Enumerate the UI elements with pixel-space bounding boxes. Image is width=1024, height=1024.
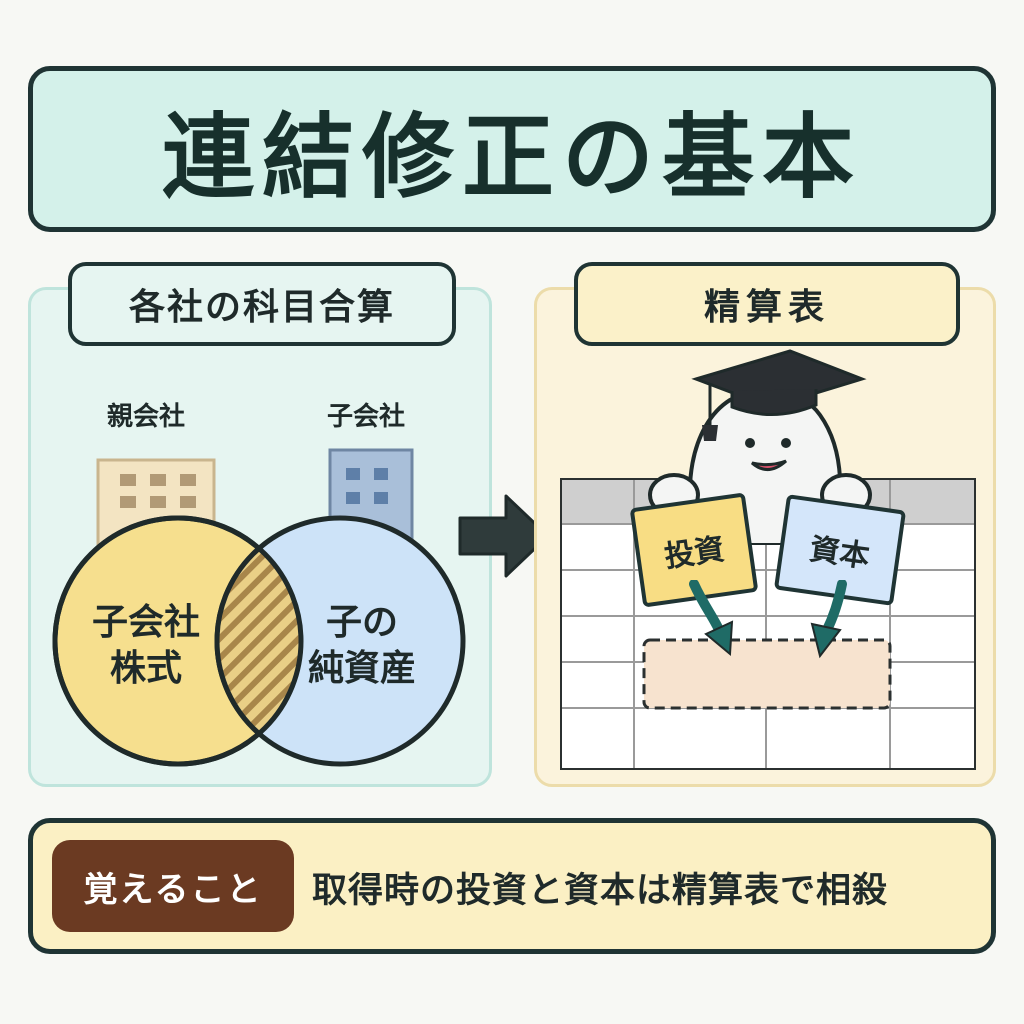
arrows-down-group bbox=[689, 580, 847, 659]
arrow-down-icon bbox=[689, 580, 734, 657]
subsidiary-company-label: 子会社 bbox=[326, 402, 405, 432]
right-panel-heading: 精算表 bbox=[574, 262, 960, 346]
parent-company-label: 親会社 bbox=[106, 402, 185, 432]
venn-right-label: 子の 純資産 bbox=[307, 602, 416, 689]
left-panel-heading: 各社の科目合算 bbox=[68, 262, 456, 346]
venn-left-label: 子会社 株式 bbox=[91, 602, 200, 689]
offset-target-area bbox=[642, 638, 892, 710]
page-title: 連結修正の基本 bbox=[161, 103, 862, 211]
remember-badge: 覚えること bbox=[52, 840, 294, 932]
venn-diagram bbox=[52, 448, 466, 767]
arrow-down-icon bbox=[810, 580, 847, 659]
venn-overlap bbox=[217, 518, 301, 764]
arrow-right-icon bbox=[458, 494, 550, 578]
takeaway-text: 取得時の投資と資本は精算表で相殺 bbox=[312, 870, 889, 911]
title-banner: 連結修正の基本 bbox=[28, 66, 996, 232]
